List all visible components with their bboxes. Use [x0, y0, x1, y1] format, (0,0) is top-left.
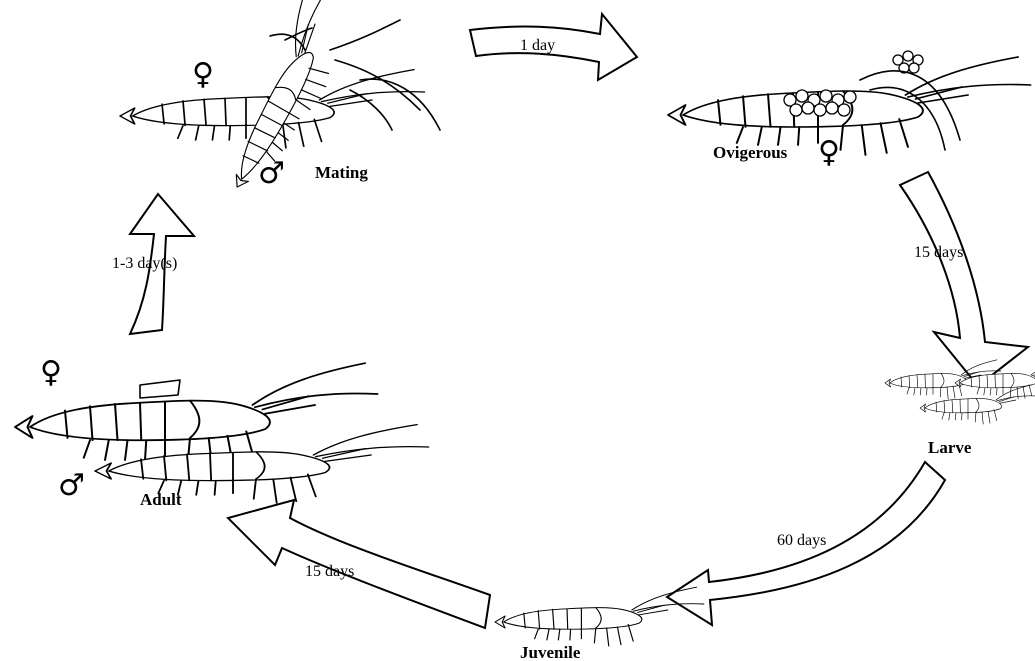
stage-label-adult: Adult [140, 490, 182, 509]
duration-label-15-days-larvae: 15 days [914, 244, 963, 261]
male-symbol-adult: ♂ [58, 468, 85, 503]
female-symbol-ovigerous: ♀ [818, 135, 840, 170]
stage-label-ovigerous: Ovigerous [713, 143, 788, 162]
stage-label-larvae: Larve [928, 438, 972, 457]
duration-label-1-day: 1 day [520, 37, 555, 54]
female-symbol-adult: ♀ [40, 355, 62, 390]
duration-label-60-days: 60 days [777, 532, 826, 549]
ovigerous-shrimp-illustration [668, 51, 1031, 155]
duration-label-1-3-days: 1-3 day(s) [112, 255, 177, 272]
male-symbol-mating: ♂ [258, 156, 285, 191]
female-symbol-mating: ♀ [192, 57, 214, 92]
larvae-illustration [885, 360, 1035, 424]
arrow-juvenile-to-adult [228, 500, 490, 628]
arrow-ovigerous-to-larvae [900, 172, 1028, 386]
stage-label-mating: Mating [315, 163, 368, 182]
duration-label-15-days-juvenile: 15 days [305, 563, 354, 580]
stage-label-juvenile: Juvenile [520, 643, 581, 661]
